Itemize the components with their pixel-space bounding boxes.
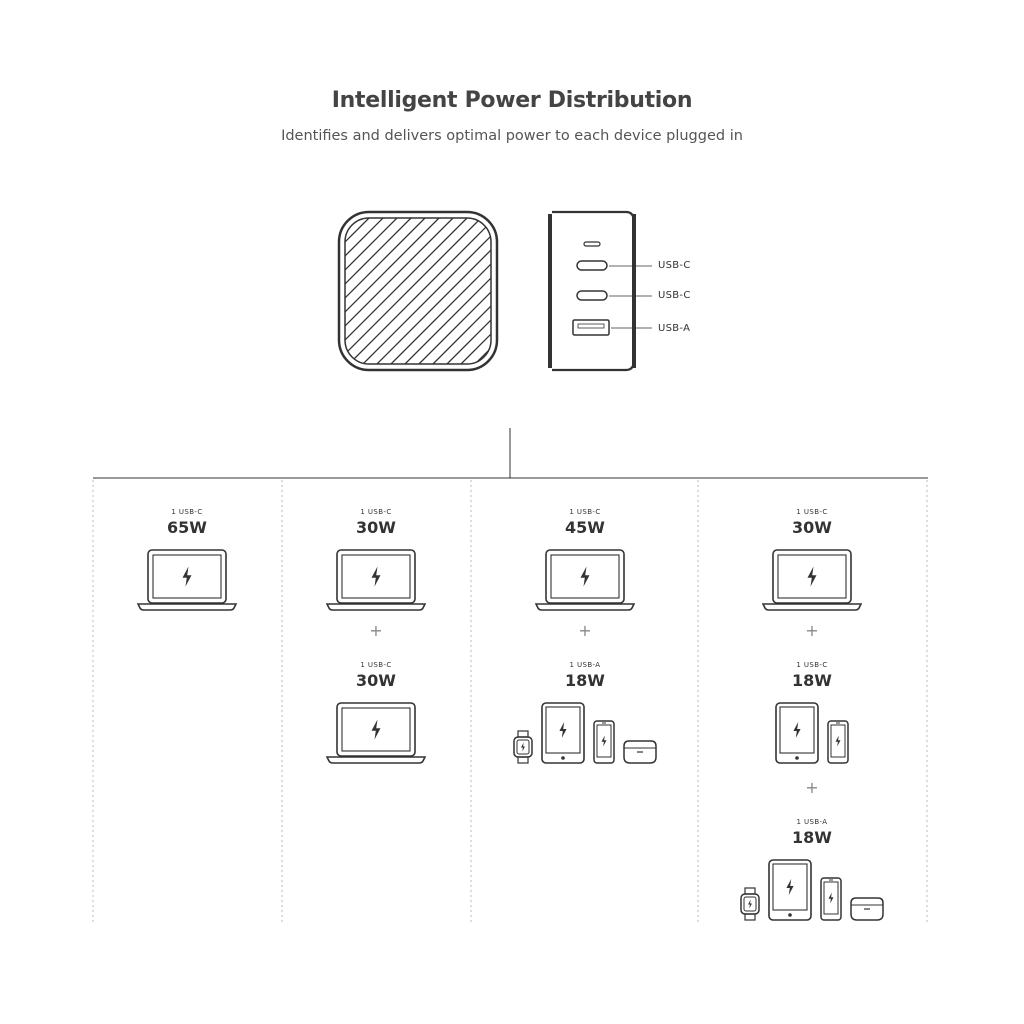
port-count-label: 1 USB-C xyxy=(796,661,828,669)
laptop-icon xyxy=(325,702,427,768)
lightning-icon xyxy=(182,566,192,587)
charger-side-icon xyxy=(548,210,652,372)
phone-icon xyxy=(827,720,849,768)
earbuds-case-icon xyxy=(850,897,884,925)
earbuds-case-icon xyxy=(623,740,657,768)
port-count-label: 1 USB-A xyxy=(796,818,828,826)
charger-front-icon xyxy=(337,210,499,372)
lightning-icon xyxy=(580,566,590,587)
usb-a-port-icon xyxy=(572,319,610,336)
lightning-icon xyxy=(807,566,817,587)
watch-icon xyxy=(740,887,760,925)
laptop-icon xyxy=(761,549,863,615)
page-title: Intelligent Power Distribution xyxy=(331,88,693,113)
lightning-icon xyxy=(786,879,794,895)
wattage-label: 30W xyxy=(356,671,396,690)
tablet-icon xyxy=(768,859,812,925)
port-count-label: 1 USB-C xyxy=(569,508,601,516)
port-label-usb-c-1: USB-C xyxy=(658,260,691,271)
usb-c-port-icon xyxy=(576,290,608,301)
port-count-label: 1 USB-C xyxy=(171,508,203,516)
port-count-label: 1 USB-C xyxy=(360,661,392,669)
lightning-icon xyxy=(521,742,525,752)
wattage-label: 18W xyxy=(792,828,832,847)
plus-symbol: + xyxy=(805,621,819,640)
wattage-label: 18W xyxy=(792,671,832,690)
lightning-icon xyxy=(835,735,841,747)
wattage-label: 30W xyxy=(356,518,396,537)
lightning-icon xyxy=(371,719,381,740)
tablet-icon xyxy=(541,702,585,768)
charger-illustration xyxy=(337,210,652,372)
laptop-icon xyxy=(325,549,427,615)
lightning-icon xyxy=(793,722,801,738)
tablet-icon xyxy=(775,702,819,768)
wattage-label: 30W xyxy=(792,518,832,537)
phone-icon xyxy=(820,877,842,925)
watch-icon xyxy=(513,730,533,768)
port-label-usb-c-2: USB-C xyxy=(658,290,691,301)
plus-symbol: + xyxy=(805,778,819,797)
plus-symbol: + xyxy=(578,621,592,640)
small-port-icon xyxy=(583,241,601,247)
port-label-usb-a: USB-A xyxy=(658,323,691,334)
lightning-icon xyxy=(601,735,607,747)
wattage-label: 65W xyxy=(167,518,207,537)
lightning-icon xyxy=(748,899,752,909)
page-subtitle: Identifies and delivers optimal power to… xyxy=(281,128,743,144)
plus-symbol: + xyxy=(369,621,383,640)
wattage-label: 45W xyxy=(565,518,605,537)
port-count-label: 1 USB-C xyxy=(360,508,392,516)
wattage-label: 18W xyxy=(565,671,605,690)
phone-icon xyxy=(593,720,615,768)
laptop-icon xyxy=(136,549,238,615)
lightning-icon xyxy=(559,722,567,738)
usb-c-port-icon xyxy=(576,260,608,271)
port-count-label: 1 USB-C xyxy=(796,508,828,516)
laptop-icon xyxy=(534,549,636,615)
port-count-label: 1 USB-A xyxy=(569,661,601,669)
lightning-icon xyxy=(371,566,381,587)
lightning-icon xyxy=(828,892,834,904)
